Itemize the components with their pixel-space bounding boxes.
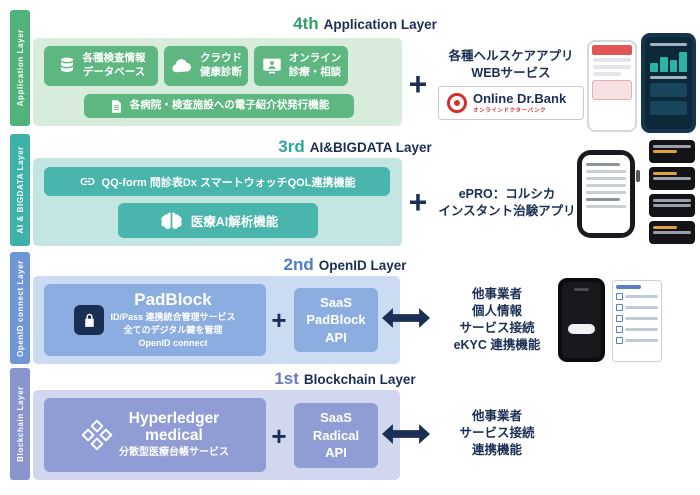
hyperledger-box: Hyperledger medical 分散型医療台帳サービス (44, 398, 266, 472)
online-consultation-box-label: オンライン 診療・相談 (288, 52, 342, 78)
application-layer-ordinal: 4th (293, 14, 319, 33)
ai-analysis-box: 医療AI解析機能 (118, 203, 318, 238)
online-consultation-box: オンライン 診療・相談 (254, 46, 348, 86)
checklist-panel-mockup (612, 280, 662, 362)
side-label-application-text: Application Layer (15, 29, 25, 107)
side-label-blockchain: Blockchain Layer (10, 368, 30, 480)
bigdata-right-text: ePRO：コルシカ インスタント治験アプリ (438, 187, 576, 218)
watch-crown (636, 170, 640, 182)
smartwatch-mockup (577, 150, 635, 238)
link-icon (79, 173, 96, 190)
database-icon (57, 56, 77, 76)
side-label-openid: OpenID connect Layer (10, 252, 30, 364)
brain-icon (158, 210, 185, 231)
openid-layer-title-text: OpenID Layer (318, 258, 407, 273)
online-dr-bank-logo-name: Online Dr.Bank (473, 90, 567, 106)
plus-icon: + (408, 184, 428, 220)
application-layer-title: 4th Application Layer (250, 14, 480, 34)
hyperledger-description: 分散型医療台帳サービス (119, 447, 229, 459)
side-label-openid-text: OpenID connect Layer (15, 259, 25, 357)
padblock-description: ID/Pass 連携統合管理サービス 全てのデジタル鍵を管理 OpenID co… (110, 312, 236, 348)
double-arrow-icon (382, 308, 430, 333)
qqform-box-label: QQ-form 問診表Dx スマートウォッチQOL連携機能 (101, 176, 356, 189)
plus-icon: + (408, 66, 428, 102)
bigdata-layer-title-text: AI&BIGDATA Layer (309, 140, 432, 155)
phone-card (592, 80, 632, 100)
openid-right-text: 他事業者 個人情報 サービス接続 eKYC 連携機能 (453, 287, 541, 352)
online-dr-bank-logo-mark (447, 93, 467, 113)
blockchain-layer-title-text: Blockchain Layer (303, 372, 416, 387)
database-box-label: 各種検査情報 データベース (82, 52, 146, 78)
phone-header-bar (592, 45, 632, 55)
referral-letter-box-label: 各病院・検査施設への電子紹介状発行機能 (129, 99, 330, 112)
padblock-box: PadBlock ID/Pass 連携統合管理サービス 全てのデジタル鍵を管理 … (44, 284, 266, 356)
blockchain-layer-ordinal: 1st (274, 369, 299, 388)
openid-layer-title: 2nd OpenID Layer (235, 255, 455, 275)
padblock-title: PadBlock (134, 289, 212, 309)
database-box: 各種検査情報 データベース (44, 46, 158, 86)
application-layer-title-text: Application Layer (323, 17, 437, 32)
plus-icon: + (271, 305, 287, 335)
online-dr-bank-logo-subtitle: オンラインドクターバンク (473, 108, 547, 115)
online-consultation-icon (261, 55, 283, 77)
lock-icon (74, 305, 105, 335)
bigdata-layer-ordinal: 3rd (278, 137, 305, 156)
side-label-application: Application Layer (10, 10, 30, 126)
referral-letter-box: 各病院・検査施設への電子紹介状発行機能 (84, 94, 354, 118)
side-label-blockchain-text: Blockchain Layer (15, 386, 25, 462)
ai-analysis-box-label: 医療AI解析機能 (190, 215, 279, 229)
phone-chart (650, 50, 687, 72)
plus-icon: + (271, 421, 287, 451)
online-dr-bank-logo: Online Dr.Bank オンラインドクターバンク (438, 86, 584, 120)
smartphone-mockup-dark (641, 33, 696, 133)
hyperledger-title: Hyperledger medical (128, 409, 220, 444)
side-label-bigdata: AI & BIGDATA Layer (10, 134, 30, 246)
side-label-bigdata-text: AI & BIGDATA Layer (15, 146, 25, 234)
watch-screens-mockup (649, 140, 695, 244)
cloud-icon (170, 54, 194, 78)
cubes-icon (81, 419, 113, 451)
blockchain-layer-title: 1st Blockchain Layer (235, 369, 455, 389)
blockchain-right-text: 他事業者 サービス接続 連携機能 (459, 409, 535, 457)
document-icon (109, 99, 124, 114)
saas-padblock-api-label: SaaS PadBlock API (306, 294, 366, 345)
saas-radical-api-box: SaaS Radical API (294, 403, 378, 468)
cloud-checkup-box-label: クラウド 健康診断 (200, 52, 242, 78)
openid-layer-ordinal: 2nd (283, 255, 314, 274)
smartphone-mockup-light (587, 40, 637, 132)
saas-radical-api-label: SaaS Radical API (312, 410, 360, 461)
cloud-checkup-box: クラウド 健康診断 (164, 46, 248, 86)
bigdata-layer-title: 3rd AI&BIGDATA Layer (240, 137, 470, 157)
application-right-text: 各種ヘルスケアアプリ WEBサービス (448, 49, 574, 80)
qqform-box: QQ-form 問診表Dx スマートウォッチQOL連携機能 (44, 167, 390, 196)
double-arrow-icon (382, 424, 430, 449)
saas-padblock-api-box: SaaS PadBlock API (294, 288, 378, 352)
smartphone-mockup-black (558, 278, 605, 362)
